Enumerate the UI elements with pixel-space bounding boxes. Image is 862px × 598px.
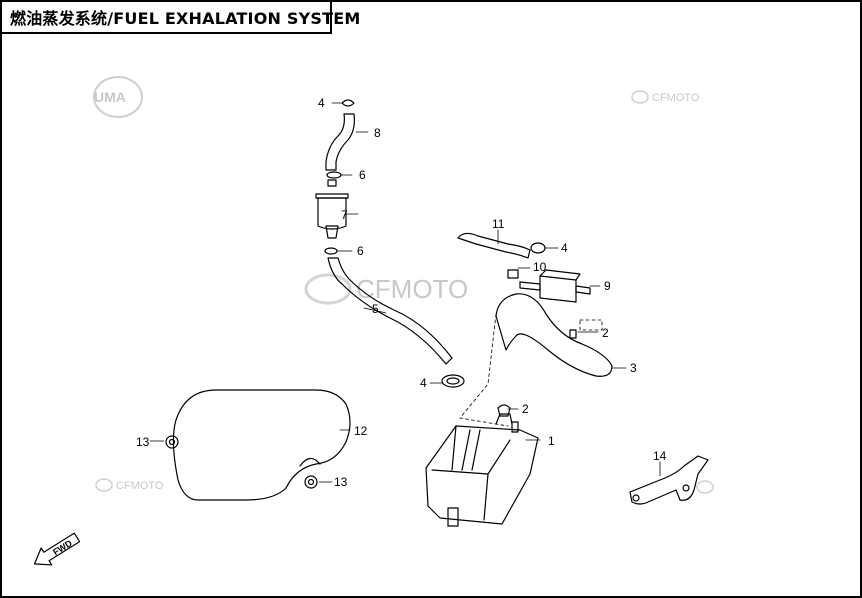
mounting-bracket (629, 455, 709, 505)
callout-14: 14 (653, 449, 667, 463)
cover-nut-left (149, 435, 179, 449)
callout-6: 6 (357, 244, 364, 258)
callout-4: 4 (561, 241, 568, 255)
charcoal-canister (425, 413, 541, 527)
cfmoto-watermark-center: CFMOTO (304, 273, 468, 305)
cfmoto-watermark-left: CFMOTO (95, 478, 164, 492)
hose-clip-mid (429, 374, 465, 388)
callout-4: 4 (318, 96, 325, 110)
connector-clip (507, 267, 531, 279)
page-title: 燃油蒸发系统/FUEL EXHALATION SYSTEM (10, 9, 361, 28)
title-box: 燃油蒸发系统/FUEL EXHALATION SYSTEM (2, 2, 360, 34)
cfmoto-watermark-text: CFMOTO (356, 274, 468, 304)
callout-3: 3 (630, 361, 637, 375)
upper-vent-hose (325, 113, 369, 171)
callout-4: 4 (420, 376, 427, 390)
connection-line (459, 313, 509, 427)
callout-7: 7 (341, 208, 348, 222)
canister-cover (172, 389, 351, 501)
hose-clip-top (331, 99, 355, 107)
long-vent-hose (327, 257, 453, 365)
vapor-return-hose (495, 293, 627, 377)
purge-hose (457, 229, 531, 259)
uma-watermark: UMA (93, 76, 143, 118)
fwd-label: FWD (51, 538, 74, 558)
callout-6: 6 (359, 168, 366, 182)
cover-nut-right (304, 475, 333, 489)
callout-11: 11 (492, 217, 505, 231)
callout-13: 13 (334, 475, 348, 489)
uma-watermark-text: UMA (94, 89, 126, 105)
hose-clip-lower (324, 247, 353, 255)
callout-12: 12 (354, 424, 368, 438)
hose-clamp-lower (497, 404, 519, 417)
cfmoto-watermark-top-right: CFMOTO (631, 90, 700, 104)
callout-2: 2 (602, 326, 609, 340)
forward-direction-arrow: FWD (33, 532, 81, 566)
callout-13: 13 (136, 435, 150, 449)
fuel-vapor-filter (315, 179, 359, 239)
callout-2: 2 (522, 402, 529, 416)
purge-control-valve (519, 269, 601, 303)
callout-9: 9 (604, 279, 611, 293)
hose-clip-upper (326, 171, 353, 179)
callout-8: 8 (374, 126, 381, 140)
callout-5: 5 (372, 302, 379, 316)
cfmoto-watermark-right (696, 480, 714, 494)
cfmoto-watermark-text: CFMOTO (116, 480, 164, 492)
cfmoto-watermark-text: CFMOTO (652, 92, 700, 104)
callout-10: 10 (533, 260, 547, 274)
hose-clamp-upper (569, 319, 603, 339)
hose-clip-right (530, 242, 559, 254)
callout-1: 1 (548, 434, 555, 448)
